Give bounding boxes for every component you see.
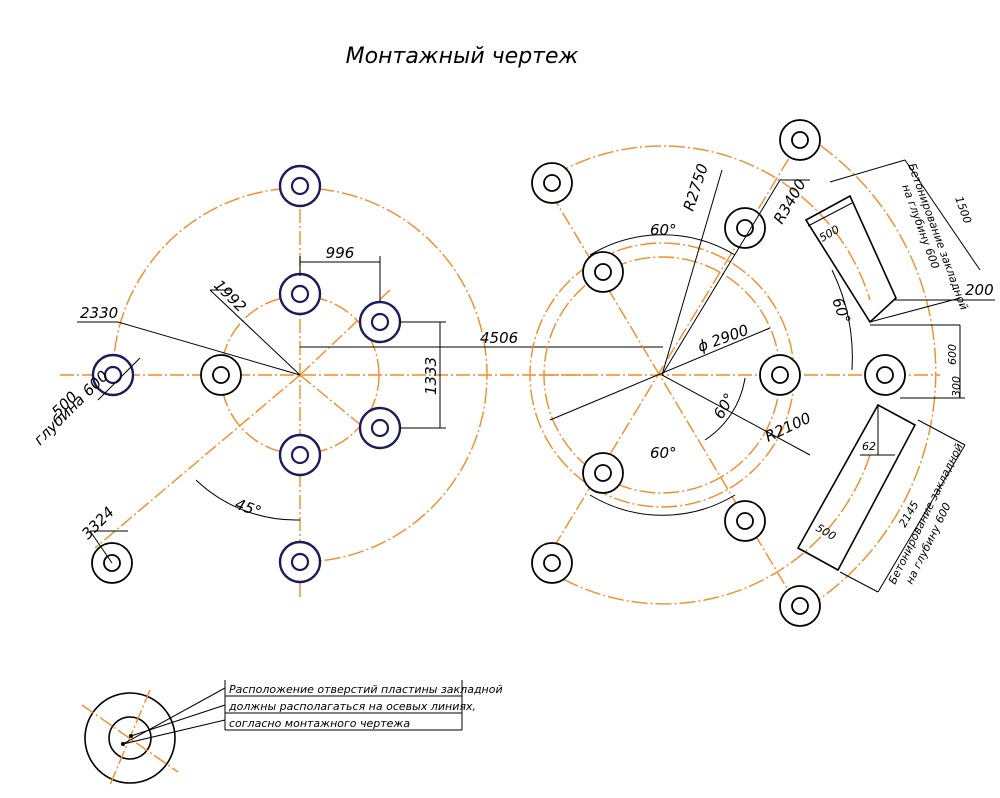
right-hole-bottom-right [779,585,821,627]
right-assembly: ϕ 2900 R2750 R3400 R2100 60° 60° 60° 60° [529,119,995,627]
angle-60-mid: 60° [828,295,854,326]
right-hole-upper-right [724,207,766,249]
angle-60-bottom: 60° [650,444,677,462]
left-assembly: 996 1992 2330 1333 4506 500 глубина 600 … [30,164,663,600]
left-diagonal-axis-lower [94,374,301,549]
detail-outer-circle [84,692,176,784]
right-hole-lower-left [582,452,624,494]
left-hole-lower-middle [278,433,322,477]
left-diagonal-axis-up [299,289,391,376]
lower-concrete-block: 62 500 2145 Бетонирование закладной на г… [796,403,966,593]
dim-1333: 1333 [422,357,440,395]
detail-note: Расположение отверстий пластины закладно… [81,680,503,786]
angle-60-right: 60° [710,390,739,422]
left-hole-bottom [278,540,322,584]
right-hole-top-left [531,162,573,204]
detail-inner-circle [108,716,152,760]
right-hole-upper-left [582,251,624,293]
right-outer-arc-top [533,145,871,301]
dim-1500: 1500 [952,195,974,226]
right-hole-right-outer [864,354,906,396]
concrete-upper-line1: Бетонирование закладной [905,162,970,312]
note-line1: Расположение отверстий пластины закладно… [229,683,503,696]
dim-200: 200 [965,281,994,299]
drawing-title: Монтажный чертеж [346,44,579,69]
right-hole-top-right [779,119,821,161]
angle-60-top: 60° [650,221,677,239]
left-outer-arc [112,187,488,563]
left-hole-top [278,164,322,208]
depth-left: глубина 600 [30,367,112,449]
dim-996: 996 [326,244,355,262]
dim-500-upper: 500 [817,223,842,245]
right-large-arc [799,131,937,613]
dim-600: 600 [946,344,959,365]
left-hole-right-bottom [358,406,402,450]
diam-2900: ϕ 2900 [695,321,751,356]
r-2750: R2750 [680,161,712,213]
right-hole-right-inner [759,354,801,396]
right-outer-arc-bottom [539,454,871,605]
dim-2330: 2330 [80,304,118,322]
r-3400: R3400 [770,176,810,227]
right-axis-diag-2 [539,139,801,571]
dim-300: 300 [950,376,963,397]
dim-62: 62 [862,440,876,453]
right-hole-bottom-left [531,542,573,584]
note-line2: должны располагаться на осевых линиях, [228,700,476,713]
left-hole-right-top [358,300,402,344]
right-hole-lower-right [724,500,766,542]
note-line3: согласно монтажного чертежа [229,717,410,730]
dim-4506: 4506 [480,329,518,347]
angle-45: 45° [233,495,264,521]
left-hole-left [91,353,135,397]
dim-3324: 3324 [78,503,118,543]
left-hole-inner-left [200,354,242,396]
left-hole-upper-middle [278,272,322,316]
